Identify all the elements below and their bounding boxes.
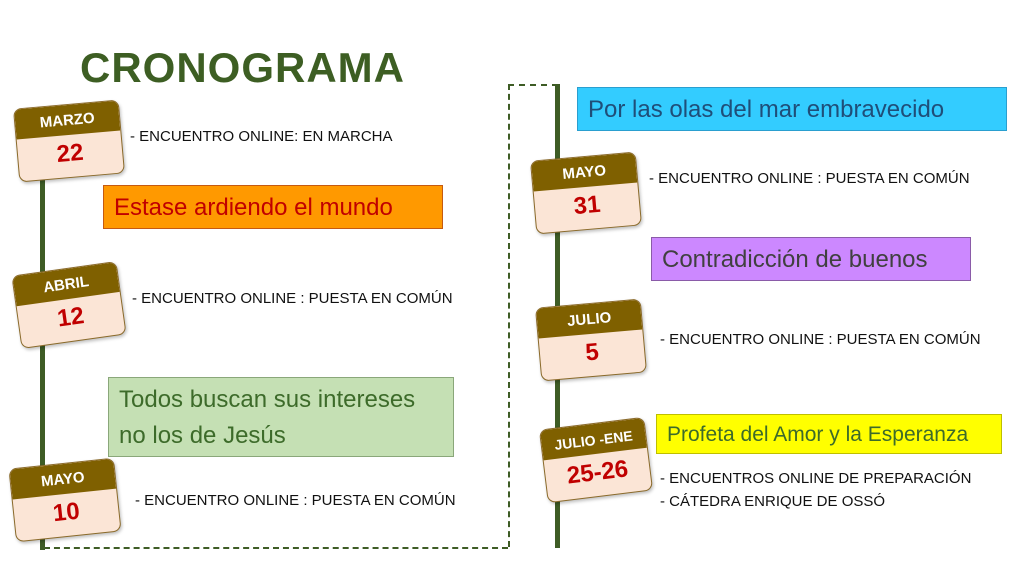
event-text-line2: - CÁTEDRA ENRIQUE DE OSSÓ [660, 493, 886, 510]
calendar-day: 31 [572, 190, 602, 221]
event-text: - ENCUENTRO ONLINE : PUESTA EN COMÚN [649, 170, 970, 187]
theme-text-line1: Todos buscan sus intereses [119, 386, 416, 413]
theme-text: Estase ardiendo el mundo [114, 194, 393, 221]
connector-top [508, 84, 558, 86]
connector-right [508, 84, 510, 547]
calendar-marzo-22: MARZO 22 [12, 99, 126, 183]
calendar-mayo-10: MAYO 10 [8, 457, 122, 543]
event-text: - ENCUENTRO ONLINE : PUESTA EN COMÚN [132, 290, 453, 307]
theme-text-line2: no los de Jesús [119, 422, 286, 449]
event-text-line1: - ENCUENTROS ONLINE DE PREPARACIÓN [660, 470, 972, 487]
theme-box-estase: Estase ardiendo el mundo [103, 185, 443, 229]
calendar-mayo-31: MAYO 31 [529, 151, 643, 235]
theme-box-contradiccion: Contradicción de buenos [651, 237, 971, 281]
theme-box-todos: Todos buscan sus intereses no los de Jes… [108, 377, 454, 457]
calendar-day: 22 [55, 138, 85, 169]
calendar-abril-12: ABRIL 12 [11, 260, 127, 350]
theme-text: Contradicción de buenos [662, 246, 928, 273]
connector-bottom [44, 547, 508, 549]
event-text: - ENCUENTRO ONLINE: EN MARCHA [130, 128, 393, 145]
theme-box-profeta: Profeta del Amor y la Esperanza [656, 414, 1002, 454]
calendar-julio-5: JULIO 5 [534, 298, 648, 382]
event-text: - ENCUENTRO ONLINE : PUESTA EN COMÚN [660, 331, 981, 348]
page-title: CRONOGRAMA [80, 44, 405, 91]
event-text: - ENCUENTRO ONLINE : PUESTA EN COMÚN [135, 492, 456, 509]
theme-text: Por las olas del mar embravecido [588, 96, 945, 123]
left-timeline [40, 150, 45, 550]
calendar-julio-ene-25-26: JULIO -ENE 25-26 [538, 416, 654, 504]
theme-text: Profeta del Amor y la Esperanza [667, 423, 969, 446]
theme-box-olas: Por las olas del mar embravecido [577, 87, 1007, 131]
calendar-day: 5 [584, 338, 600, 367]
